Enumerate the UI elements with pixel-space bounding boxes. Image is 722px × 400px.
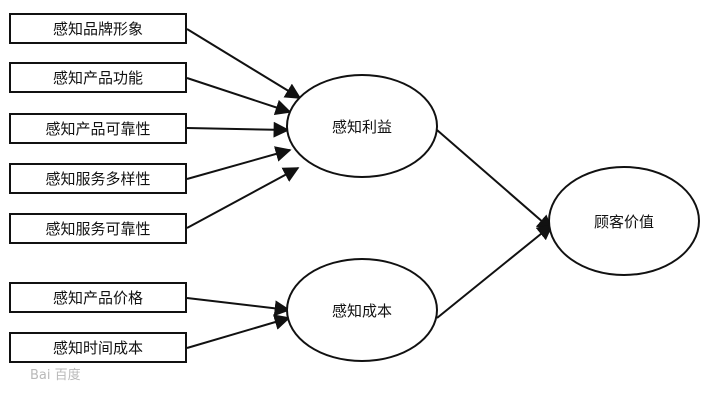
factor-box-product-function: 感知产品功能 — [9, 62, 187, 93]
outcome-label: 顾客价值 — [593, 212, 654, 231]
factor-label: 感知产品价格 — [52, 289, 143, 307]
mediator-perceived-cost: 感知成本 — [286, 258, 438, 362]
mediator-perceived-benefit: 感知利益 — [286, 74, 438, 178]
factor-label: 感知品牌形象 — [52, 20, 143, 38]
factor-box-service-reliability: 感知服务可靠性 — [9, 213, 187, 244]
edge-arrow — [186, 297, 291, 317]
edge-arrow — [186, 121, 290, 138]
factor-label: 感知服务可靠性 — [45, 220, 151, 238]
factor-box-time-cost: 感知时间成本 — [9, 332, 187, 363]
factor-label: 感知产品可靠性 — [45, 120, 151, 138]
watermark: Bai 百度 — [30, 364, 81, 383]
edge-arrow — [186, 146, 292, 180]
factor-box-product-price: 感知产品价格 — [9, 282, 187, 313]
edge-arrow — [186, 77, 292, 116]
edge-arrow — [186, 167, 300, 229]
factor-label: 感知时间成本 — [52, 339, 143, 357]
watermark-text: Bai 百度 — [30, 368, 81, 383]
factor-box-product-reliability: 感知产品可靠性 — [9, 113, 187, 144]
factor-box-service-diversity: 感知服务多样性 — [9, 163, 187, 194]
edge-arrow — [436, 129, 554, 232]
factor-box-brand-image: 感知品牌形象 — [9, 13, 187, 44]
factor-label: 感知产品功能 — [52, 69, 143, 87]
edge-arrow — [186, 314, 291, 349]
outcome-customer-value: 顾客价值 — [548, 166, 700, 276]
mediator-label: 感知成本 — [331, 301, 392, 320]
factor-label: 感知服务多样性 — [45, 170, 151, 188]
edge-arrow — [436, 223, 554, 319]
mediator-label: 感知利益 — [331, 117, 392, 136]
edge-arrow — [186, 28, 302, 99]
